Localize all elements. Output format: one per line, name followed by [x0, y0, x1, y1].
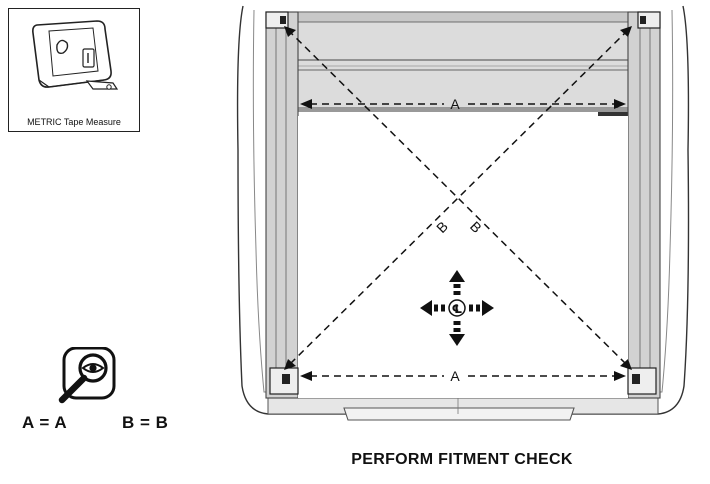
tape-measure-box: METRIC Tape Measure [8, 8, 140, 132]
diagonal-arrowheads [284, 26, 632, 370]
diagonal-b-right [287, 29, 629, 367]
tape-measure-icon [32, 20, 119, 90]
center-mark: ℄ [452, 302, 463, 316]
label-a-bottom: A [450, 368, 460, 384]
equation-b: B = B [122, 413, 169, 432]
equation-a: A = A [22, 413, 68, 432]
right-rail [627, 11, 661, 399]
move-cross-arrows-icon: ℄ [420, 270, 494, 346]
a-lines [310, 103, 616, 377]
bottom-handle [343, 407, 575, 421]
page-title: PERFORM FITMENT CHECK [351, 451, 573, 468]
corner-brackets [265, 11, 661, 395]
equations: A = A B = B [22, 413, 192, 437]
opening [298, 116, 628, 398]
left-rail [265, 11, 299, 399]
label-a-top: A [450, 96, 460, 112]
diagonal-lines [287, 29, 629, 367]
tape-measure-caption: METRIC Tape Measure [27, 117, 121, 127]
magnifier-eye-icon [58, 346, 118, 410]
diagonal-b-left [287, 29, 629, 367]
fitment-diagram: A A B B ℄ [236, 5, 690, 421]
a-arrowheads [300, 99, 626, 381]
